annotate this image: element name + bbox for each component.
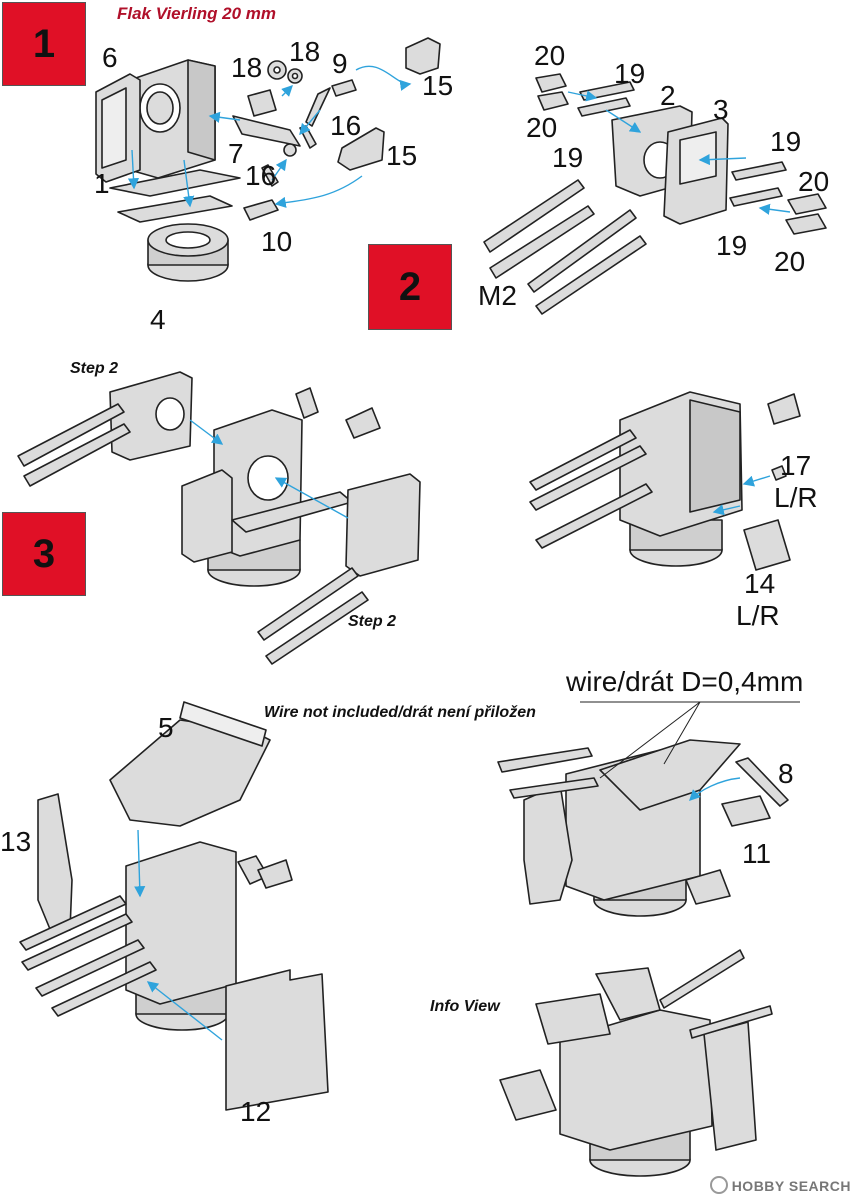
part-label-17-lr: L/R	[774, 482, 818, 513]
part-label-19d: 19	[716, 230, 748, 261]
part-label-16b: 16	[245, 160, 277, 191]
part-label-16a: 16	[330, 110, 362, 141]
part-label-12: 12	[240, 1096, 272, 1127]
step4-assembly-right	[497, 739, 789, 917]
info-view-assembly	[499, 949, 773, 1177]
caption-step2-b: Step 2	[348, 613, 397, 630]
part-label-5: 5	[158, 712, 174, 743]
step2-gun-assembly	[483, 73, 827, 315]
part-label-6: 6	[102, 42, 118, 73]
part-label-1: 1	[94, 168, 110, 199]
step-2-box: 2	[368, 244, 452, 330]
part-label-15b: 15	[386, 140, 418, 171]
step3-assembly-left	[17, 371, 421, 665]
part-label-M2: M2	[478, 280, 517, 311]
part-label-19c: 19	[770, 126, 802, 157]
part-label-20b: 20	[526, 112, 558, 143]
part-label-18a: 18	[231, 52, 263, 83]
caption-wire-note: Wire not included/drát není přiložen	[264, 704, 536, 721]
part-label-13: 13	[0, 826, 32, 857]
step-1-number: 1	[32, 21, 56, 66]
watermark-text: HOBBY SEARCH	[731, 1178, 851, 1194]
part-label-14-lr: L/R	[736, 600, 780, 631]
wire-leader-lines	[580, 701, 800, 779]
part-label-9: 9	[332, 48, 348, 79]
step3-assembly-right	[529, 391, 801, 571]
watermark: HOBBY SEARCH	[709, 1176, 851, 1194]
part-label-19a: 19	[614, 58, 646, 89]
part-label-14: 14	[744, 568, 776, 599]
part-label-11: 11	[742, 838, 772, 869]
part-label-20c: 20	[798, 166, 830, 197]
part-label-8: 8	[778, 758, 794, 789]
part-label-19b: 19	[552, 142, 584, 173]
model-title: Flak Vierling 20 mm	[117, 4, 277, 23]
step-3-box: 3	[2, 512, 86, 596]
caption-step2-a: Step 2	[70, 360, 119, 377]
step4-assembly-left	[19, 701, 329, 1111]
step-3-number: 3	[32, 531, 56, 576]
part-label-3: 3	[713, 94, 729, 125]
part-label-20d: 20	[774, 246, 806, 277]
part-label-7: 7	[228, 138, 244, 169]
step-2-number: 2	[398, 264, 422, 309]
part-label-2: 2	[660, 80, 676, 111]
watermark-logo-icon	[709, 1176, 728, 1194]
part-label-18b: 18	[289, 36, 321, 67]
assembly-arrows	[127, 65, 791, 1041]
step1-mount-assembly	[95, 37, 441, 282]
part-label-10: 10	[261, 226, 293, 257]
part-label-17: 17	[780, 450, 812, 481]
part-label-4: 4	[150, 304, 166, 335]
part-label-15a: 15	[422, 70, 454, 101]
caption-info-view: Info View	[430, 998, 500, 1015]
part-label-20a: 20	[534, 40, 566, 71]
step-1-box: 1	[2, 2, 86, 86]
wire-spec-label: wire/drát D=0,4mm	[566, 666, 804, 697]
